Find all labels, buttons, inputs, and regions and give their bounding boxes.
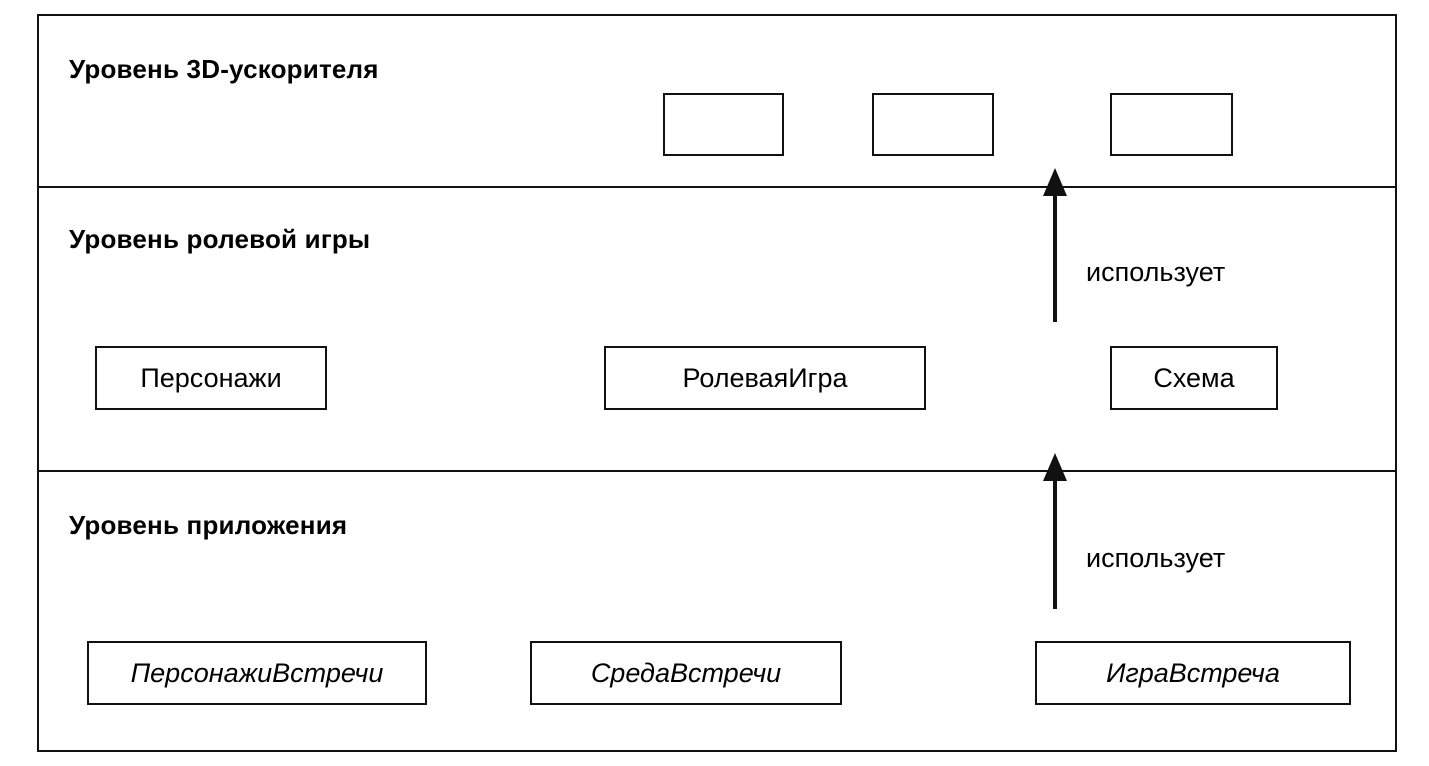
accelerator-box-1	[663, 93, 784, 156]
rpg-box-characters: Персонажи	[95, 346, 327, 410]
uses-label-app-to-rpg: использует	[1086, 543, 1226, 573]
accelerator-box-2	[872, 93, 994, 156]
layer-title-application: Уровень приложения	[69, 510, 348, 540]
accelerator-box-3	[1110, 93, 1233, 156]
layer-application: Уровень приложения	[39, 470, 1395, 754]
layer-diagram: Уровень 3D-ускорителя Уровень ролевой иг…	[37, 14, 1397, 752]
layer-role-playing-game: Уровень ролевой игры	[39, 186, 1395, 472]
rpg-box-scheme: Схема	[1110, 346, 1278, 410]
rpg-box-roleplaying-game: РолеваяИгра	[604, 346, 926, 410]
uses-label-rpg-to-accelerator: использует	[1086, 257, 1226, 287]
app-box-encounter-characters: ПерсонажиВстречи	[87, 641, 427, 705]
app-box-encounter-environment: СредаВстречи	[530, 641, 842, 705]
layer-title-3d-accelerator: Уровень 3D-ускорителя	[69, 54, 379, 84]
layer-title-role-playing-game: Уровень ролевой игры	[69, 224, 371, 254]
layer-3d-accelerator: Уровень 3D-ускорителя	[39, 16, 1395, 186]
app-box-encounter-game: ИграВстреча	[1035, 641, 1351, 705]
